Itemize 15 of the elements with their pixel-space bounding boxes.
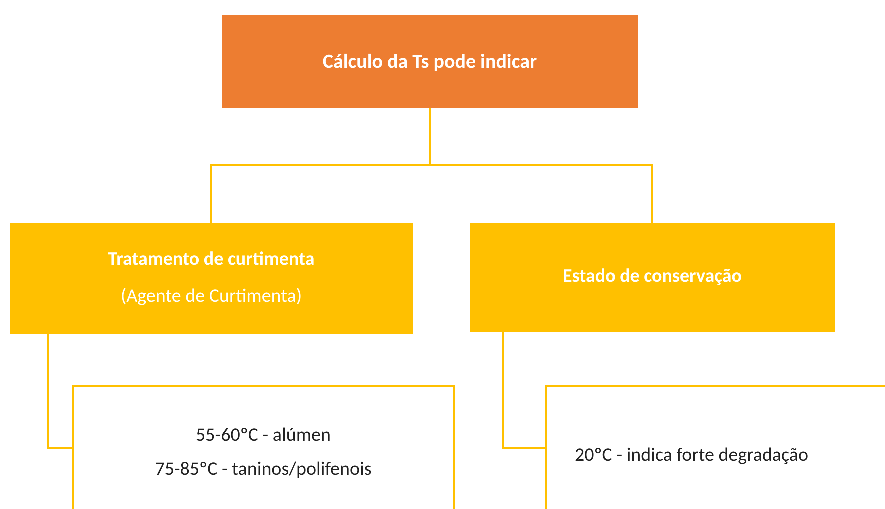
- heading-text: Cálculo da Ts pode indicar: [322, 48, 538, 76]
- temperature-range-text: 75-85ºC - taninos/polifenois: [155, 457, 372, 483]
- connector-line: [429, 108, 654, 223]
- connector-line: [47, 334, 72, 449]
- temperature-range-text: 20ºC - indica forte degradação: [575, 443, 809, 469]
- connector-line: [502, 332, 545, 449]
- category-box: [10, 223, 413, 334]
- temperature-range-text: 55-60ºC - alúmen: [196, 423, 331, 449]
- category-box: [470, 223, 835, 332]
- root-box: [222, 15, 638, 108]
- detail-box: [72, 385, 455, 509]
- heading-text: Tratamento de curtimenta: [108, 247, 315, 273]
- subheading-text: (Agente de Curtimenta): [120, 284, 302, 310]
- detail-box: [545, 385, 885, 509]
- heading-text: Estado de conservação: [562, 264, 742, 290]
